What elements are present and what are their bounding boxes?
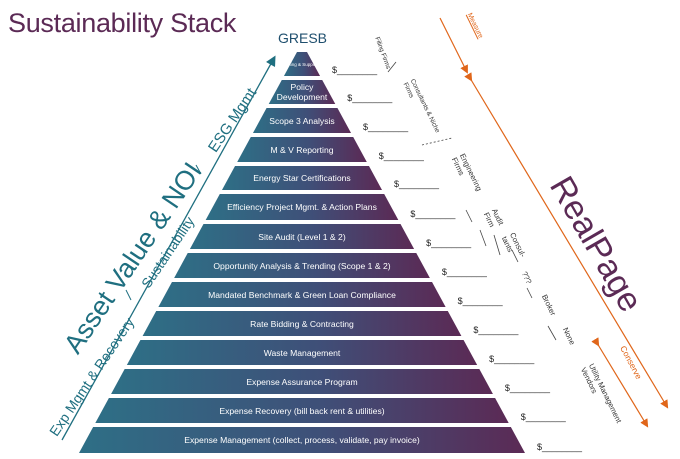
layer-label: M & V Reporting bbox=[270, 144, 334, 155]
apex-label: GRESB bbox=[278, 30, 328, 46]
layer-label: Opportunity Analysis & Trending (Scope 1… bbox=[213, 260, 391, 271]
page-title: Sustainability Stack bbox=[8, 8, 237, 38]
pyramid-layer bbox=[126, 340, 478, 365]
pyramid-layers bbox=[79, 52, 525, 453]
pyramid-layer bbox=[79, 427, 525, 453]
pyramid-layer bbox=[95, 398, 509, 423]
layer-label: Policy Development bbox=[276, 82, 328, 102]
layer-label: Scope 3 Analysis bbox=[269, 115, 335, 126]
layer-label: Filing & Support bbox=[285, 61, 318, 67]
layer-label: Rate Bidding & Contracting bbox=[250, 318, 354, 329]
dollar-blank: $________ bbox=[504, 383, 550, 393]
layer-label: Expense Assurance Program bbox=[246, 376, 358, 387]
dollar-blank: $________ bbox=[537, 442, 583, 452]
dollar-blank: $________ bbox=[441, 267, 487, 277]
dollar-blank: $________ bbox=[347, 93, 393, 103]
dollar-blank: $________ bbox=[520, 412, 566, 422]
pyramid-layer bbox=[158, 282, 446, 307]
dollar-blank: $________ bbox=[457, 296, 503, 306]
layer-label: Energy Star Certifications bbox=[253, 173, 351, 183]
dollar-blank: $________ bbox=[410, 209, 456, 219]
measure-arrow-top bbox=[439, 17, 468, 74]
conserve-arrow bbox=[591, 337, 649, 428]
dollar-blank: $________ bbox=[473, 325, 519, 335]
dollar-blank: $________ bbox=[332, 65, 378, 75]
pyramid-layer bbox=[174, 253, 430, 278]
left-axis-arrow bbox=[61, 55, 276, 441]
dollar-blank: $________ bbox=[363, 122, 409, 132]
dollar-blank: $________ bbox=[426, 238, 472, 248]
left-divider-1 bbox=[125, 289, 132, 301]
pyramid-layer bbox=[142, 311, 462, 336]
left-divider-2 bbox=[195, 164, 202, 175]
layer-label: Waste Management bbox=[263, 347, 341, 358]
pyramid-layer bbox=[221, 166, 383, 190]
pyramid-layer bbox=[111, 369, 493, 394]
dollar-blank: $________ bbox=[394, 179, 440, 189]
pyramid-layer bbox=[268, 80, 336, 104]
layer-label: Efficiency Project Mgmt. & Action Plans bbox=[227, 202, 377, 212]
layer-label: Mandated Benchmark & Green Loan Complian… bbox=[208, 289, 396, 300]
pyramid-layer bbox=[205, 194, 399, 220]
layer-label: Expense Management (collect, process, va… bbox=[184, 435, 420, 445]
layer-label: Expense Recovery (bill back rent & utili… bbox=[219, 405, 385, 416]
pyramid-layer bbox=[283, 52, 321, 76]
dollar-blank: $________ bbox=[489, 354, 535, 364]
dollar-blank: $________ bbox=[378, 151, 424, 161]
pyramid-layer bbox=[189, 224, 415, 249]
layer-label: Site Audit (Level 1 & 2) bbox=[258, 231, 346, 242]
pyramid-layer bbox=[237, 137, 367, 162]
pyramid-layer bbox=[252, 108, 352, 133]
